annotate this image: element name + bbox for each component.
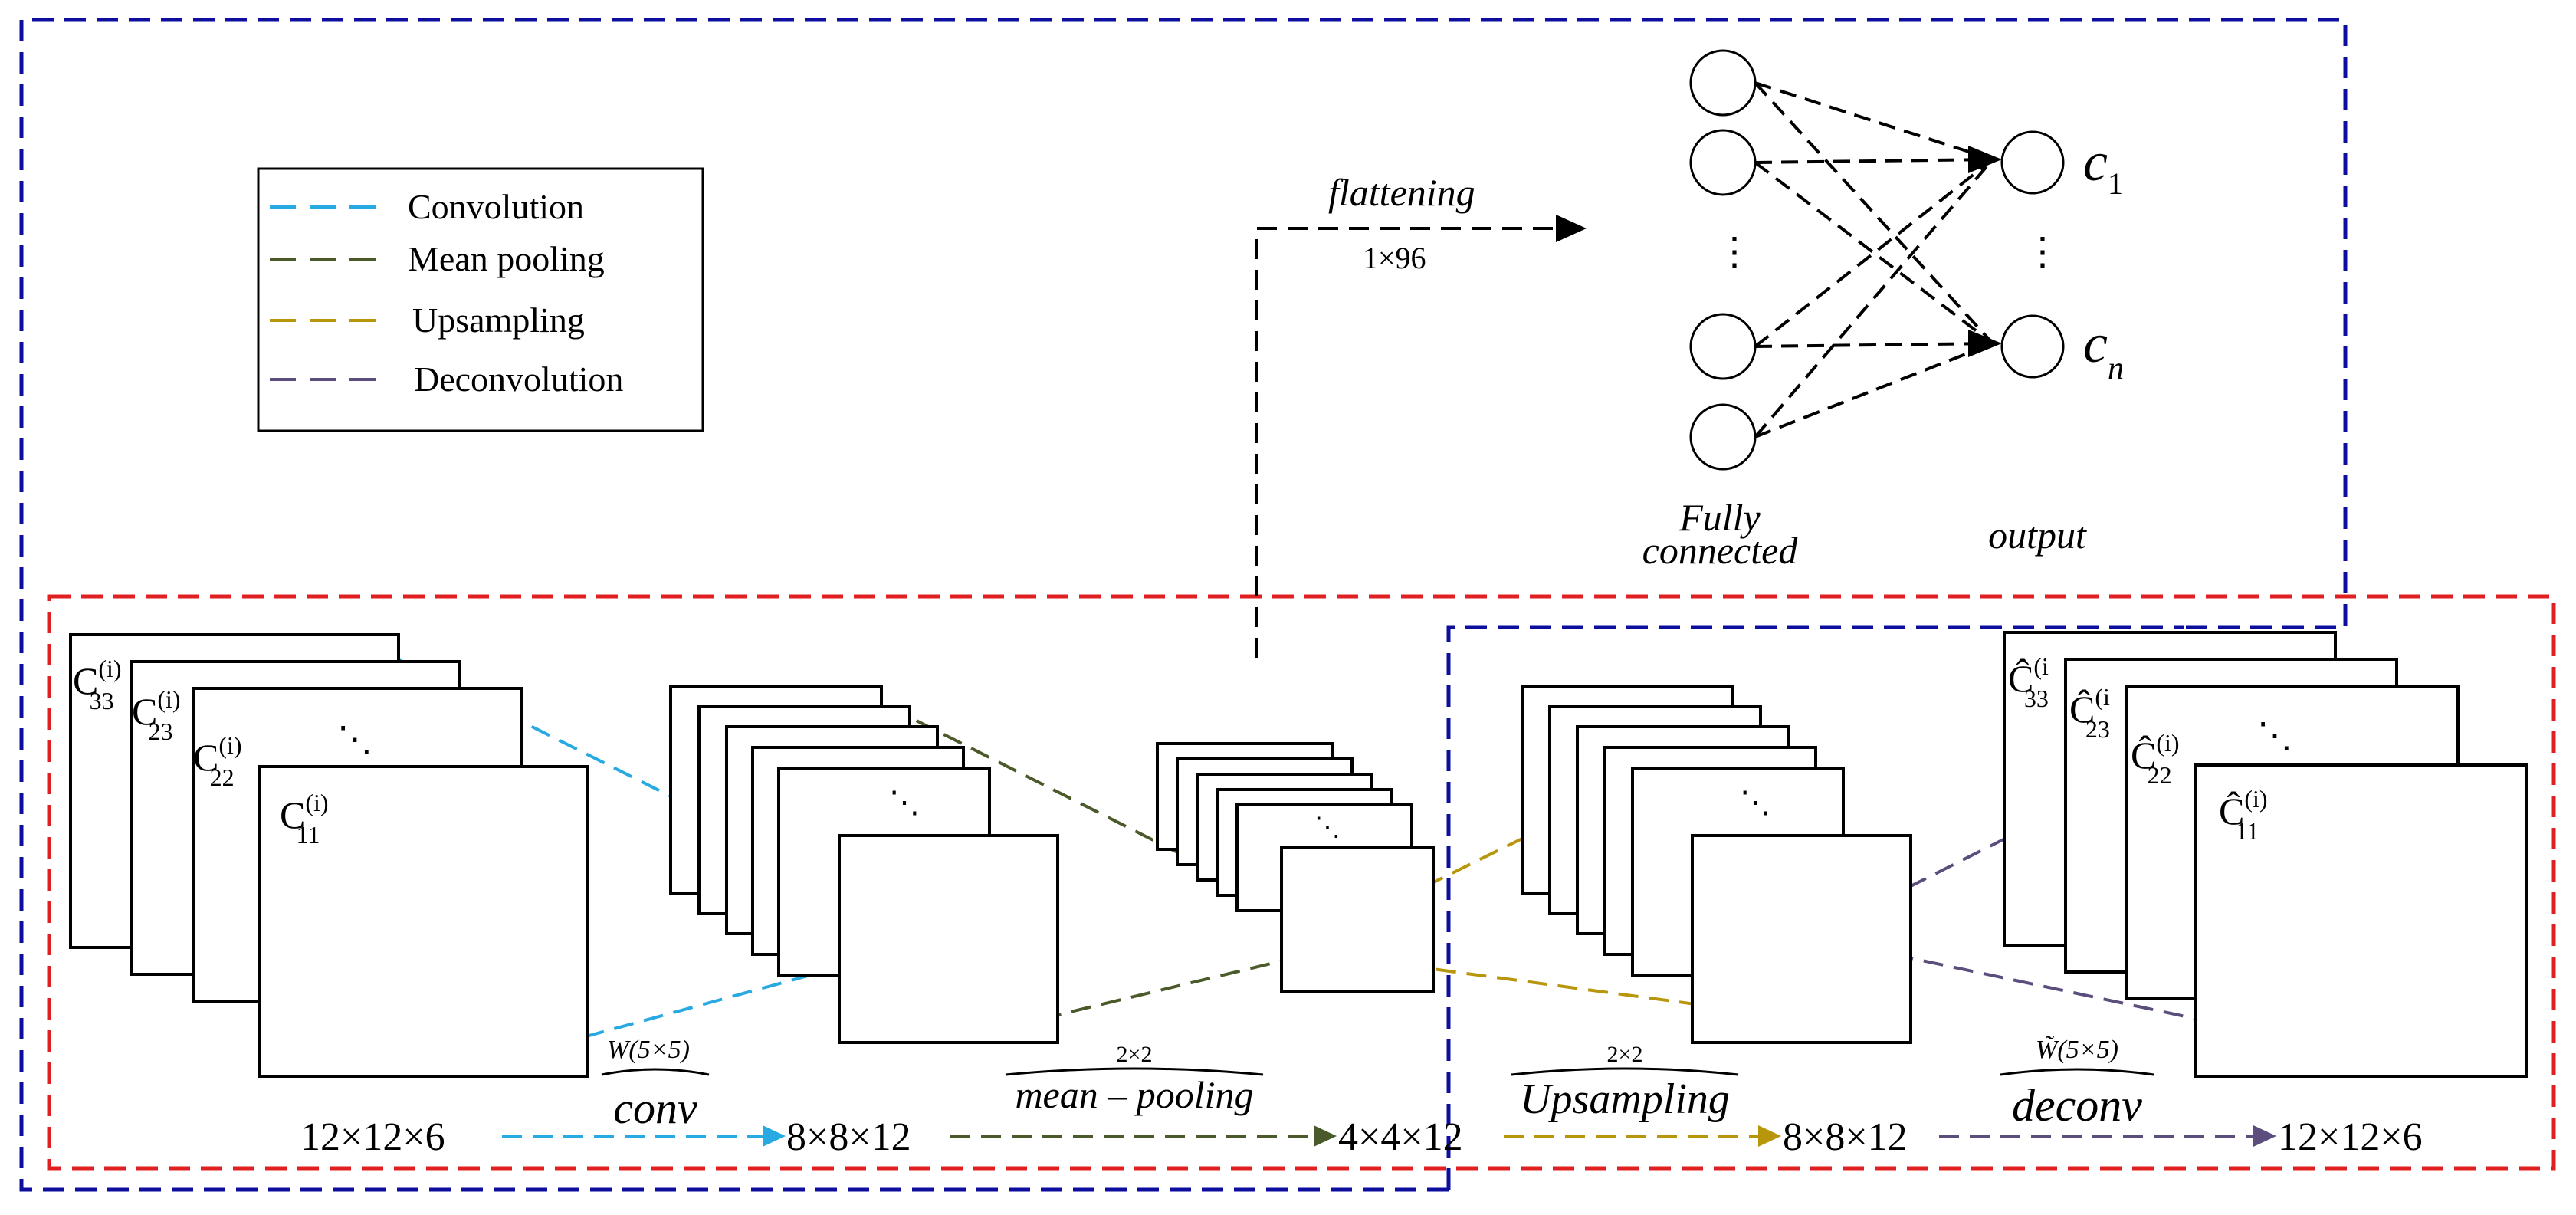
connected-label: connected: [1642, 529, 1799, 572]
op-conv-label: W(5×5) conv: [601, 1036, 710, 1133]
classifier-region: [19, 18, 2348, 1192]
legend-item-convolution: Convolution: [270, 187, 584, 226]
op-pool-label: 2×2 mean – pooling: [1005, 1042, 1264, 1116]
svg-text:Upsampling: Upsampling: [1520, 1075, 1730, 1123]
legend-item-deconvolution: Deconvolution: [270, 360, 623, 399]
fully-label: Fully: [1679, 496, 1761, 539]
legend-item-mean-pooling: Mean pooling: [270, 239, 605, 278]
output-neuron: [2000, 314, 2065, 379]
legend-label: Convolution: [408, 187, 584, 226]
legend-label: Upsampling: [412, 300, 585, 340]
fc-neuron: [1689, 49, 1757, 117]
svg-text:deconv: deconv: [2012, 1080, 2142, 1131]
input-map-label-22: C(i)22: [193, 731, 242, 791]
fully-connected-network: ⋮ ⋮ c1 cn Fully connected output: [1642, 49, 2124, 572]
output-map-label-11: Ĉ(i)11: [2219, 785, 2268, 845]
fc-neuron: [1689, 129, 1757, 196]
stage-label-output: 12×12×6: [2278, 1115, 2423, 1159]
svg-text:W(5×5): W(5×5): [607, 1036, 690, 1064]
conv-feature-maps: ⋱: [669, 685, 1059, 1044]
op-deconv-label: W̃(5×5) deconv: [2000, 1035, 2154, 1131]
flattening-label: flattening: [1328, 171, 1475, 214]
flattening-arrow: flattening 1×96: [1255, 171, 1587, 658]
dots-glyph: ⋱: [1314, 813, 1341, 842]
fc-ellipsis: ⋮: [1715, 230, 1754, 273]
input-map-label-33: C(i)33: [73, 655, 122, 714]
output-ellipsis: ⋮: [2023, 230, 2062, 273]
stage-label-conv: 8×8×12: [786, 1115, 911, 1159]
fc-neuron: [1689, 403, 1757, 471]
op-upsampling-label: 2×2 Upsampling: [1511, 1042, 1739, 1123]
output-label: output: [1988, 514, 2087, 557]
stage-label-input: 12×12×6: [300, 1115, 445, 1159]
legend-label: Deconvolution: [414, 360, 623, 399]
input-map-label-11: C(i)11: [280, 789, 329, 849]
input-feature-maps: ⋱ C(i)33 C(i)23 C(i)22 C(i)11: [69, 633, 589, 1078]
legend-item-upsampling: Upsampling: [270, 300, 585, 340]
svg-text:conv: conv: [613, 1083, 697, 1133]
stage-label-pool: 4×4×12: [1338, 1115, 1463, 1159]
pipeline-arrowheads: [763, 1125, 2276, 1147]
output-neuron: [2000, 130, 2065, 195]
dots-glyph: ⋱: [1740, 785, 1770, 819]
upsampled-feature-maps: ⋱: [1521, 685, 1912, 1044]
output-map-label-22: Ĉ(i)22: [2131, 729, 2180, 789]
svg-text:2×2: 2×2: [1117, 1042, 1153, 1067]
autoencoder-region: [47, 594, 2556, 1171]
fc-neuron: [1689, 313, 1757, 380]
stage-label-upsample: 8×8×12: [1783, 1115, 1908, 1159]
output-cn-label: cn: [2083, 313, 2124, 386]
svg-text:2×2: 2×2: [1607, 1042, 1643, 1067]
svg-text:W̃(5×5): W̃(5×5): [2036, 1035, 2118, 1064]
legend: Convolution Mean pooling Upsampling Deco…: [257, 167, 704, 432]
legend-label: Mean pooling: [408, 239, 605, 278]
pooled-feature-maps: ⋱: [1156, 742, 1435, 993]
flatten-size-label: 1×96: [1363, 241, 1426, 275]
decoder-region: [1446, 625, 2184, 1190]
dots-glyph: ⋱: [2257, 716, 2292, 755]
dots-glyph: ⋱: [337, 720, 372, 759]
svg-text:mean – pooling: mean – pooling: [1015, 1073, 1253, 1116]
input-map-label-23: C(i)23: [132, 685, 181, 745]
output-c1-label: c1: [2083, 131, 2123, 201]
dots-glyph: ⋱: [889, 785, 920, 819]
